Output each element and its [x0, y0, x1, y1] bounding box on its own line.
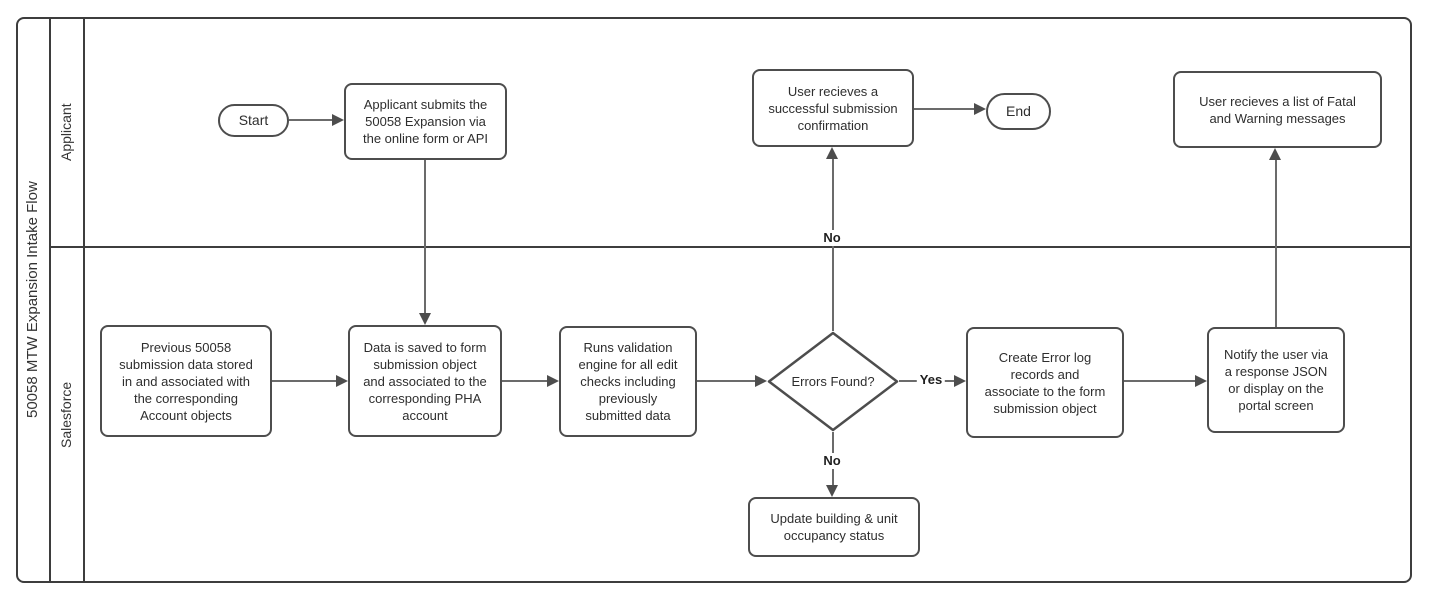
edge-decision-yes-arrowhead [954, 375, 966, 387]
node-runs-validation-label: Runs validation engine for all edit chec… [578, 340, 678, 423]
title-column-divider [49, 17, 51, 583]
edge-errorlog-to-notify [1124, 380, 1195, 382]
edge-data-saved-to-validation-arrowhead [547, 375, 559, 387]
node-success-confirmation[interactable]: User recieves a successful submission co… [752, 69, 914, 147]
edge-submit-to-data-saved-arrowhead [419, 313, 431, 325]
pool-title: 50058 MTW Expansion Intake Flow [24, 181, 41, 419]
lane-label-salesforce: Salesforce [58, 381, 74, 449]
edge-decision-no-up-arrowhead [826, 147, 838, 159]
edge-start-to-submit-arrowhead [332, 114, 344, 126]
node-errors-found[interactable]: Errors Found? [767, 331, 899, 432]
edge-confirmation-to-end [914, 108, 974, 110]
edge-confirmation-to-end-arrowhead [974, 103, 986, 115]
edge-errorlog-to-notify-arrowhead [1195, 375, 1207, 387]
edge-previous-to-data-saved [272, 380, 336, 382]
edge-validation-to-decision-arrowhead [755, 375, 767, 387]
node-fatal-warning-list-label: User recieves a list of Fatal and Warnin… [1199, 93, 1356, 126]
node-previous-submission[interactable]: Previous 50058 submission data stored in… [100, 325, 272, 437]
edge-submit-to-data-saved [424, 160, 426, 313]
node-applicant-submits[interactable]: Applicant submits the 50058 Expansion vi… [344, 83, 507, 160]
node-end[interactable]: End [986, 93, 1051, 130]
node-update-occupancy-label: Update building & unit occupancy status [770, 511, 898, 543]
edge-decision-no-down-arrowhead [826, 485, 838, 497]
node-fatal-warning-list[interactable]: User recieves a list of Fatal and Warnin… [1173, 71, 1382, 148]
node-data-saved-label: Data is saved to form submission object … [363, 339, 487, 423]
node-start-label: Start [238, 112, 269, 128]
edge-notify-to-fatal-list-arrowhead [1269, 148, 1281, 160]
node-data-saved[interactable]: Data is saved to form submission object … [348, 325, 502, 437]
node-create-error-log[interactable]: Create Error log records and associate t… [966, 327, 1124, 438]
node-success-confirmation-label: User recieves a successful submission co… [768, 83, 898, 133]
node-end-label: End [1006, 103, 1031, 119]
node-errors-found-label: Errors Found? [791, 374, 875, 389]
node-runs-validation[interactable]: Runs validation engine for all edit chec… [559, 326, 697, 437]
node-previous-submission-label: Previous 50058 submission data stored in… [119, 339, 253, 423]
edge-previous-to-data-saved-arrowhead [336, 375, 348, 387]
node-create-error-log-label: Create Error log records and associate t… [984, 349, 1106, 416]
edge-label-no-down: No [820, 453, 844, 469]
node-applicant-submits-label: Applicant submits the 50058 Expansion vi… [362, 97, 488, 146]
lane-divider [49, 246, 1412, 248]
node-start[interactable]: Start [218, 104, 289, 137]
node-notify-user[interactable]: Notify the user via a response JSON or d… [1207, 327, 1345, 433]
lane-label-column-divider [83, 17, 85, 583]
edge-start-to-submit [289, 119, 332, 121]
lane-label-applicant: Applicant [58, 103, 74, 161]
diamond-shape [767, 331, 899, 432]
node-notify-user-label: Notify the user via a response JSON or d… [1223, 347, 1329, 413]
edge-validation-to-decision [697, 380, 755, 382]
edge-notify-to-fatal-list [1275, 160, 1277, 327]
edge-label-no-up: No [820, 230, 844, 246]
edge-label-yes: Yes [916, 372, 946, 388]
edge-data-saved-to-validation [502, 380, 547, 382]
node-update-occupancy[interactable]: Update building & unit occupancy status [748, 497, 920, 557]
